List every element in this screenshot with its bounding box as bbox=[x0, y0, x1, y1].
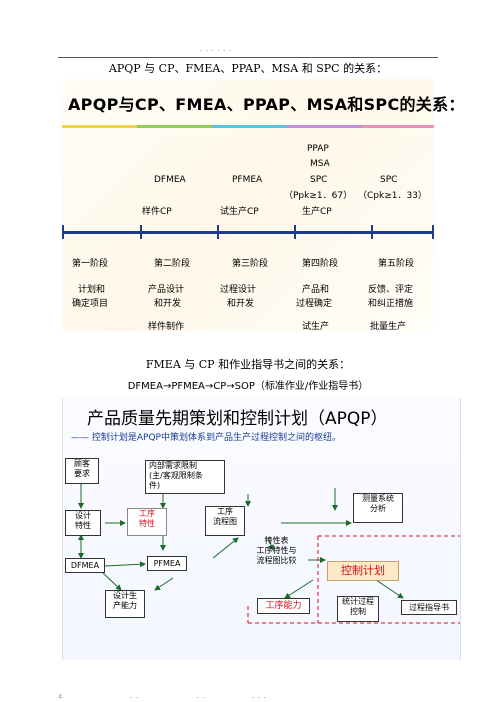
stage-1: 第一阶段 bbox=[72, 259, 109, 269]
box-process-instruction: 过程指导书 bbox=[401, 600, 457, 615]
box-msa: 测量系统 分析 bbox=[353, 493, 403, 523]
rainbow-segment-5 bbox=[362, 125, 434, 128]
timeline-tick bbox=[217, 225, 219, 239]
box-characteristics-table: 特性表 工序特性与 流程图比较 bbox=[245, 536, 308, 570]
rainbow-band bbox=[62, 119, 434, 129]
footer-dots: . . . . . . . bbox=[130, 693, 267, 700]
timeline-tick bbox=[371, 225, 373, 239]
stage-5: 第五阶段 bbox=[378, 259, 415, 269]
box-text: 测量系统 bbox=[362, 494, 394, 503]
label-pfmea: PFMEA bbox=[232, 175, 263, 185]
caption-fmea-cp-relation: FMEA 与 CP 和作业指导书之间的关系： bbox=[145, 358, 351, 371]
box-text: 特性 bbox=[75, 521, 91, 530]
rainbow-segment-2 bbox=[137, 125, 212, 128]
box-text: 特性 bbox=[139, 519, 155, 528]
rainbow-segment-3 bbox=[212, 125, 287, 128]
label-ppap: PPAP bbox=[307, 144, 329, 154]
timeline-tick bbox=[432, 225, 434, 239]
label-production-cp: 生产CP bbox=[302, 207, 332, 217]
box-process-characteristics: 工序 特性 bbox=[127, 508, 167, 536]
stage-2-desc-line2: 和开发 bbox=[154, 299, 182, 309]
box-text: 工序特性与 bbox=[256, 546, 297, 555]
box-text: 特性表 bbox=[264, 536, 289, 545]
box-text: 控制 bbox=[350, 607, 366, 616]
stage-4-desc-line1: 产品和 bbox=[302, 285, 330, 295]
stage-3: 第三阶段 bbox=[232, 259, 269, 269]
timeline-axis bbox=[62, 231, 434, 234]
box-text: 产能力 bbox=[113, 601, 137, 610]
timeline-tick bbox=[294, 225, 296, 239]
box-text: 要求 bbox=[74, 469, 90, 478]
label-sample-cp: 样件CP bbox=[142, 207, 172, 217]
rainbow-segment-4 bbox=[287, 125, 362, 128]
stage-5-desc-line1: 反馈、评定 bbox=[368, 285, 414, 295]
timeline-tick bbox=[62, 225, 64, 239]
box-customer-requirements: 顾客 要求 bbox=[65, 458, 99, 484]
box-dfmea: DFMEA bbox=[65, 558, 105, 573]
box-process-flowchart: 工序 流程图 bbox=[205, 506, 245, 536]
header-rule bbox=[58, 57, 438, 58]
label-trial-cp: 试生产CP bbox=[220, 207, 259, 217]
stage-1-desc-line2: 确定项目 bbox=[72, 299, 109, 309]
stage-4: 第四阶段 bbox=[302, 259, 339, 269]
figure2-subtitle: —— 控制计划是APQP中策划体系到产品生产过程控制之间的枢纽。 bbox=[71, 433, 341, 443]
box-text: 设计生 bbox=[113, 591, 137, 600]
apqp-timeline-figure: APQP与CP、FMEA、PPAP、MSA和SPC的关系： PPAP MSA D… bbox=[62, 79, 464, 332]
rainbow-segment-1 bbox=[62, 125, 137, 128]
stage-1-desc-line1: 计划和 bbox=[78, 285, 106, 295]
stage-3-desc-line1: 过程设计 bbox=[220, 285, 257, 295]
stage-3-desc-line2: 和开发 bbox=[227, 299, 255, 309]
box-text: 工序 bbox=[139, 509, 155, 518]
box-internal-constraints: 内部需求限制 (主/客观限制条 件) bbox=[145, 460, 225, 494]
box-process-capability: 工序能力 bbox=[257, 598, 310, 614]
flow-connectors bbox=[78, 475, 460, 624]
box-text: 顾客 bbox=[74, 459, 90, 468]
label-spc-cpk: SPC bbox=[380, 175, 398, 185]
box-design-characteristics: 设计 特性 bbox=[65, 510, 101, 536]
box-text: 流程图比较 bbox=[256, 556, 297, 565]
label-cpk: （Cpk≥1．33） bbox=[358, 191, 427, 201]
label-sample-making: 样件制作 bbox=[148, 322, 185, 332]
figure1-title: APQP与CP、FMEA、PPAP、MSA和SPC的关系： bbox=[68, 95, 465, 114]
timeline-tick bbox=[140, 225, 142, 239]
box-spc: 统计过程 控制 bbox=[337, 596, 379, 622]
label-trial-production: 试生产 bbox=[302, 322, 330, 332]
figure2-title: 产品质量先期策划和控制计划（APQP） bbox=[87, 409, 388, 429]
caption-sequence: DFMEA→PFMEA→CP→SOP（标准作业/作业指导书） bbox=[127, 381, 369, 392]
box-control-plan: 控制计划 bbox=[327, 561, 399, 581]
box-text: (主/客观限制条 bbox=[149, 471, 203, 480]
caption-apqp-relation: APQP 与 CP、FMEA、PPAP、MSA 和 SPC 的关系： bbox=[108, 62, 388, 75]
label-spc-ppk: SPC bbox=[310, 175, 328, 185]
apqp-control-plan-figure: 产品质量先期策划和控制计划（APQP） —— 控制计划是APQP中策划体系到产品… bbox=[62, 398, 461, 660]
footer-left-mark: c bbox=[59, 693, 64, 700]
stage-2: 第二阶段 bbox=[154, 259, 191, 269]
stage-5-desc-line2: 和纠正措施 bbox=[368, 299, 414, 309]
box-text: 工序 bbox=[217, 507, 233, 516]
box-design-capability: 设计生 产能力 bbox=[105, 590, 145, 618]
box-text: 件) bbox=[149, 481, 161, 490]
stage-4-desc-line2: 过程确定 bbox=[296, 299, 333, 309]
box-text: 统计过程 bbox=[342, 597, 374, 606]
label-ppk: （Ppk≥1．67） bbox=[284, 191, 353, 201]
stage-2-desc-line1: 产品设计 bbox=[148, 285, 185, 295]
box-text: 流程图 bbox=[213, 517, 237, 526]
box-text: 分析 bbox=[370, 504, 386, 513]
box-text: 设计 bbox=[75, 511, 91, 520]
box-pfmea: PFMEA bbox=[147, 556, 187, 571]
label-msa: MSA bbox=[310, 159, 330, 169]
label-mass-production: 批量生产 bbox=[370, 322, 407, 332]
header-dots: . . . . . . bbox=[200, 46, 232, 53]
box-text: 内部需求限制 bbox=[149, 461, 197, 470]
label-dfmea: DFMEA bbox=[154, 175, 186, 185]
